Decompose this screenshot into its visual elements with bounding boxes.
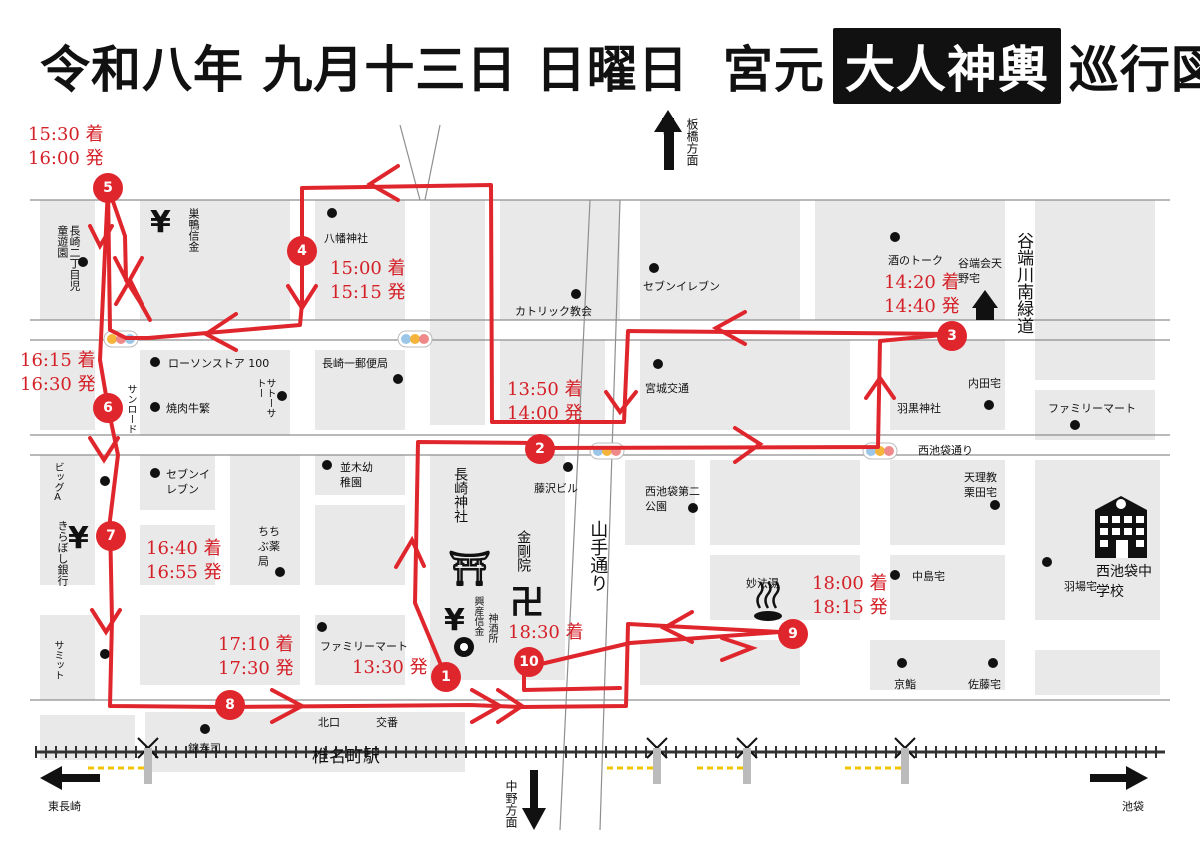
title-suffix: 巡行図 (1068, 41, 1200, 99)
label-sato-house: 佐藤宅 (968, 678, 1001, 691)
label-school: 西池袋中学校 (1096, 564, 1152, 600)
label-yabata-road: 谷端川南緑道 (1013, 232, 1034, 334)
stop-2-marker[interactable]: 2 (525, 434, 555, 464)
bank-yen-icon: ¥ (150, 205, 171, 240)
stop-5-time: 15:30 着 16:00 発 (28, 124, 104, 169)
house-icon (972, 290, 998, 320)
label-catholic: カトリック教会 (515, 305, 592, 318)
bank-yen-icon: ¥ (444, 603, 465, 638)
label-nishiikebukuro-st: 西池袋通り (918, 444, 973, 457)
label-sakenotoku: 酒のトーク (888, 254, 943, 267)
bank-yen-icon: ¥ (68, 521, 89, 556)
label-kyozushi: 京鮨 (894, 678, 916, 691)
label-kongoin: 金剛院 (515, 530, 532, 572)
stop-5-marker[interactable]: 5 (93, 173, 123, 203)
label-park2: 西池袋第二公園 (645, 485, 700, 513)
stop-4-time: 15:00 着 15:15 発 (330, 258, 406, 303)
direction-north: 板橋方面 (685, 118, 699, 166)
label-kiraboshi: きらぼし銀行 (56, 520, 69, 586)
label-kitaguchi: 北口 (318, 716, 340, 729)
stop-1-time: 13:30 発 (352, 657, 428, 678)
stop-3-time: 14:20 着 14:40 発 (884, 272, 960, 317)
label-uchida: 内田宅 (968, 377, 1001, 390)
label-haguro: 羽黒神社 (897, 402, 941, 415)
stop-10-marker[interactable]: 10 (514, 647, 544, 677)
label-fujisawa: 藤沢ビル (534, 482, 578, 495)
label-seven-north: セブンイレブン (643, 280, 720, 293)
stop-9-marker[interactable]: 9 (778, 619, 808, 649)
temple-manji-icon: 卍 (510, 583, 544, 623)
label-yakiniku: 焼肉牛繁 (166, 402, 210, 415)
stop-7-time: 16:40 着 16:55 発 (146, 538, 222, 583)
title-date: 令和八年 九月十三日 日曜日 (40, 41, 689, 99)
label-post: 長崎一郵便局 (322, 357, 388, 370)
label-miyagi: 宮城交通 (645, 382, 689, 395)
mikoshi-station-icon (454, 637, 474, 657)
label-namiki: 並木幼稚園 (340, 461, 373, 489)
title-highlight: 大人神輿 (832, 28, 1061, 104)
shrine-torii-icon: ⛩ (448, 549, 492, 589)
label-shinshuso: 神酒所 (486, 613, 497, 643)
direction-west: 東長崎 (48, 800, 81, 813)
label-myohoyu: 妙法湯 (746, 577, 779, 590)
stop-6-marker[interactable]: 6 (93, 393, 123, 423)
label-seven-south: セブンイレブン (166, 468, 210, 496)
hot-spring-icon (754, 581, 782, 621)
route-direction-arrows (88, 164, 896, 724)
label-nakajima: 中島宅 (912, 570, 945, 583)
stop-6-time: 16:15 着 16:30 発 (20, 350, 96, 395)
stop-2-time: 13:50 着 14:00 発 (507, 379, 583, 424)
label-tenri: 天理教栗田宅 (964, 471, 997, 499)
stop-1-marker[interactable]: 1 (431, 662, 461, 692)
direction-arrow-icon (40, 110, 1148, 830)
stop-8-marker[interactable]: 8 (215, 690, 245, 720)
label-sugamo-shinkin: 巣鴨信金 (187, 208, 200, 252)
page-title: 令和八年 九月十三日 日曜日 宮元 大人神輿 巡行図 (40, 22, 1200, 110)
landmark-dot-icon (78, 208, 1080, 734)
direction-south: 中野方面 (504, 780, 518, 828)
label-chichibu: ちちぶ薬局 (258, 525, 280, 568)
city-blocks (40, 200, 1160, 772)
stop-3-marker[interactable]: 3 (937, 321, 967, 351)
label-nagasaki-shrine: 長崎神社 (452, 467, 469, 523)
label-haba: 羽場宅 (1064, 580, 1097, 593)
label-koban: 交番 (376, 716, 398, 729)
label-sunroad: サンロード (125, 384, 136, 434)
stop-7-marker[interactable]: 7 (96, 521, 126, 551)
label-nagasaki-park: 長崎二丁目児童遊園 (55, 225, 81, 291)
label-hachiman: 八幡神社 (324, 232, 368, 245)
stop-8-time: 17:10 着 17:30 発 (218, 634, 294, 679)
label-lawson: ローソンストア 100 (168, 357, 270, 370)
direction-east: 池袋 (1122, 800, 1144, 813)
label-nishikizushi: 錦寿司 (188, 742, 221, 755)
label-yamate: 山手通り (587, 520, 609, 592)
stop-9-time: 18:00 着 18:15 発 (812, 573, 888, 618)
label-amano: 谷端会天野宅 (958, 257, 1002, 285)
school-icon (1095, 496, 1147, 558)
label-family-south: ファミリーマート (320, 640, 408, 653)
label-kosan: 興産信金 (472, 596, 483, 636)
label-bigA: ビッグA (52, 462, 63, 503)
stop-4-marker[interactable]: 4 (287, 236, 317, 266)
railway-crossing-icon (88, 737, 916, 784)
label-family-east: ファミリーマート (1048, 402, 1136, 415)
label-summit: サミット (52, 640, 63, 680)
label-station: 椎名町駅 (312, 747, 380, 767)
label-sato: サトーサトー (254, 378, 275, 418)
stop-10-time: 18:30 着 (508, 622, 584, 643)
title-prefix: 宮元 (722, 41, 825, 99)
